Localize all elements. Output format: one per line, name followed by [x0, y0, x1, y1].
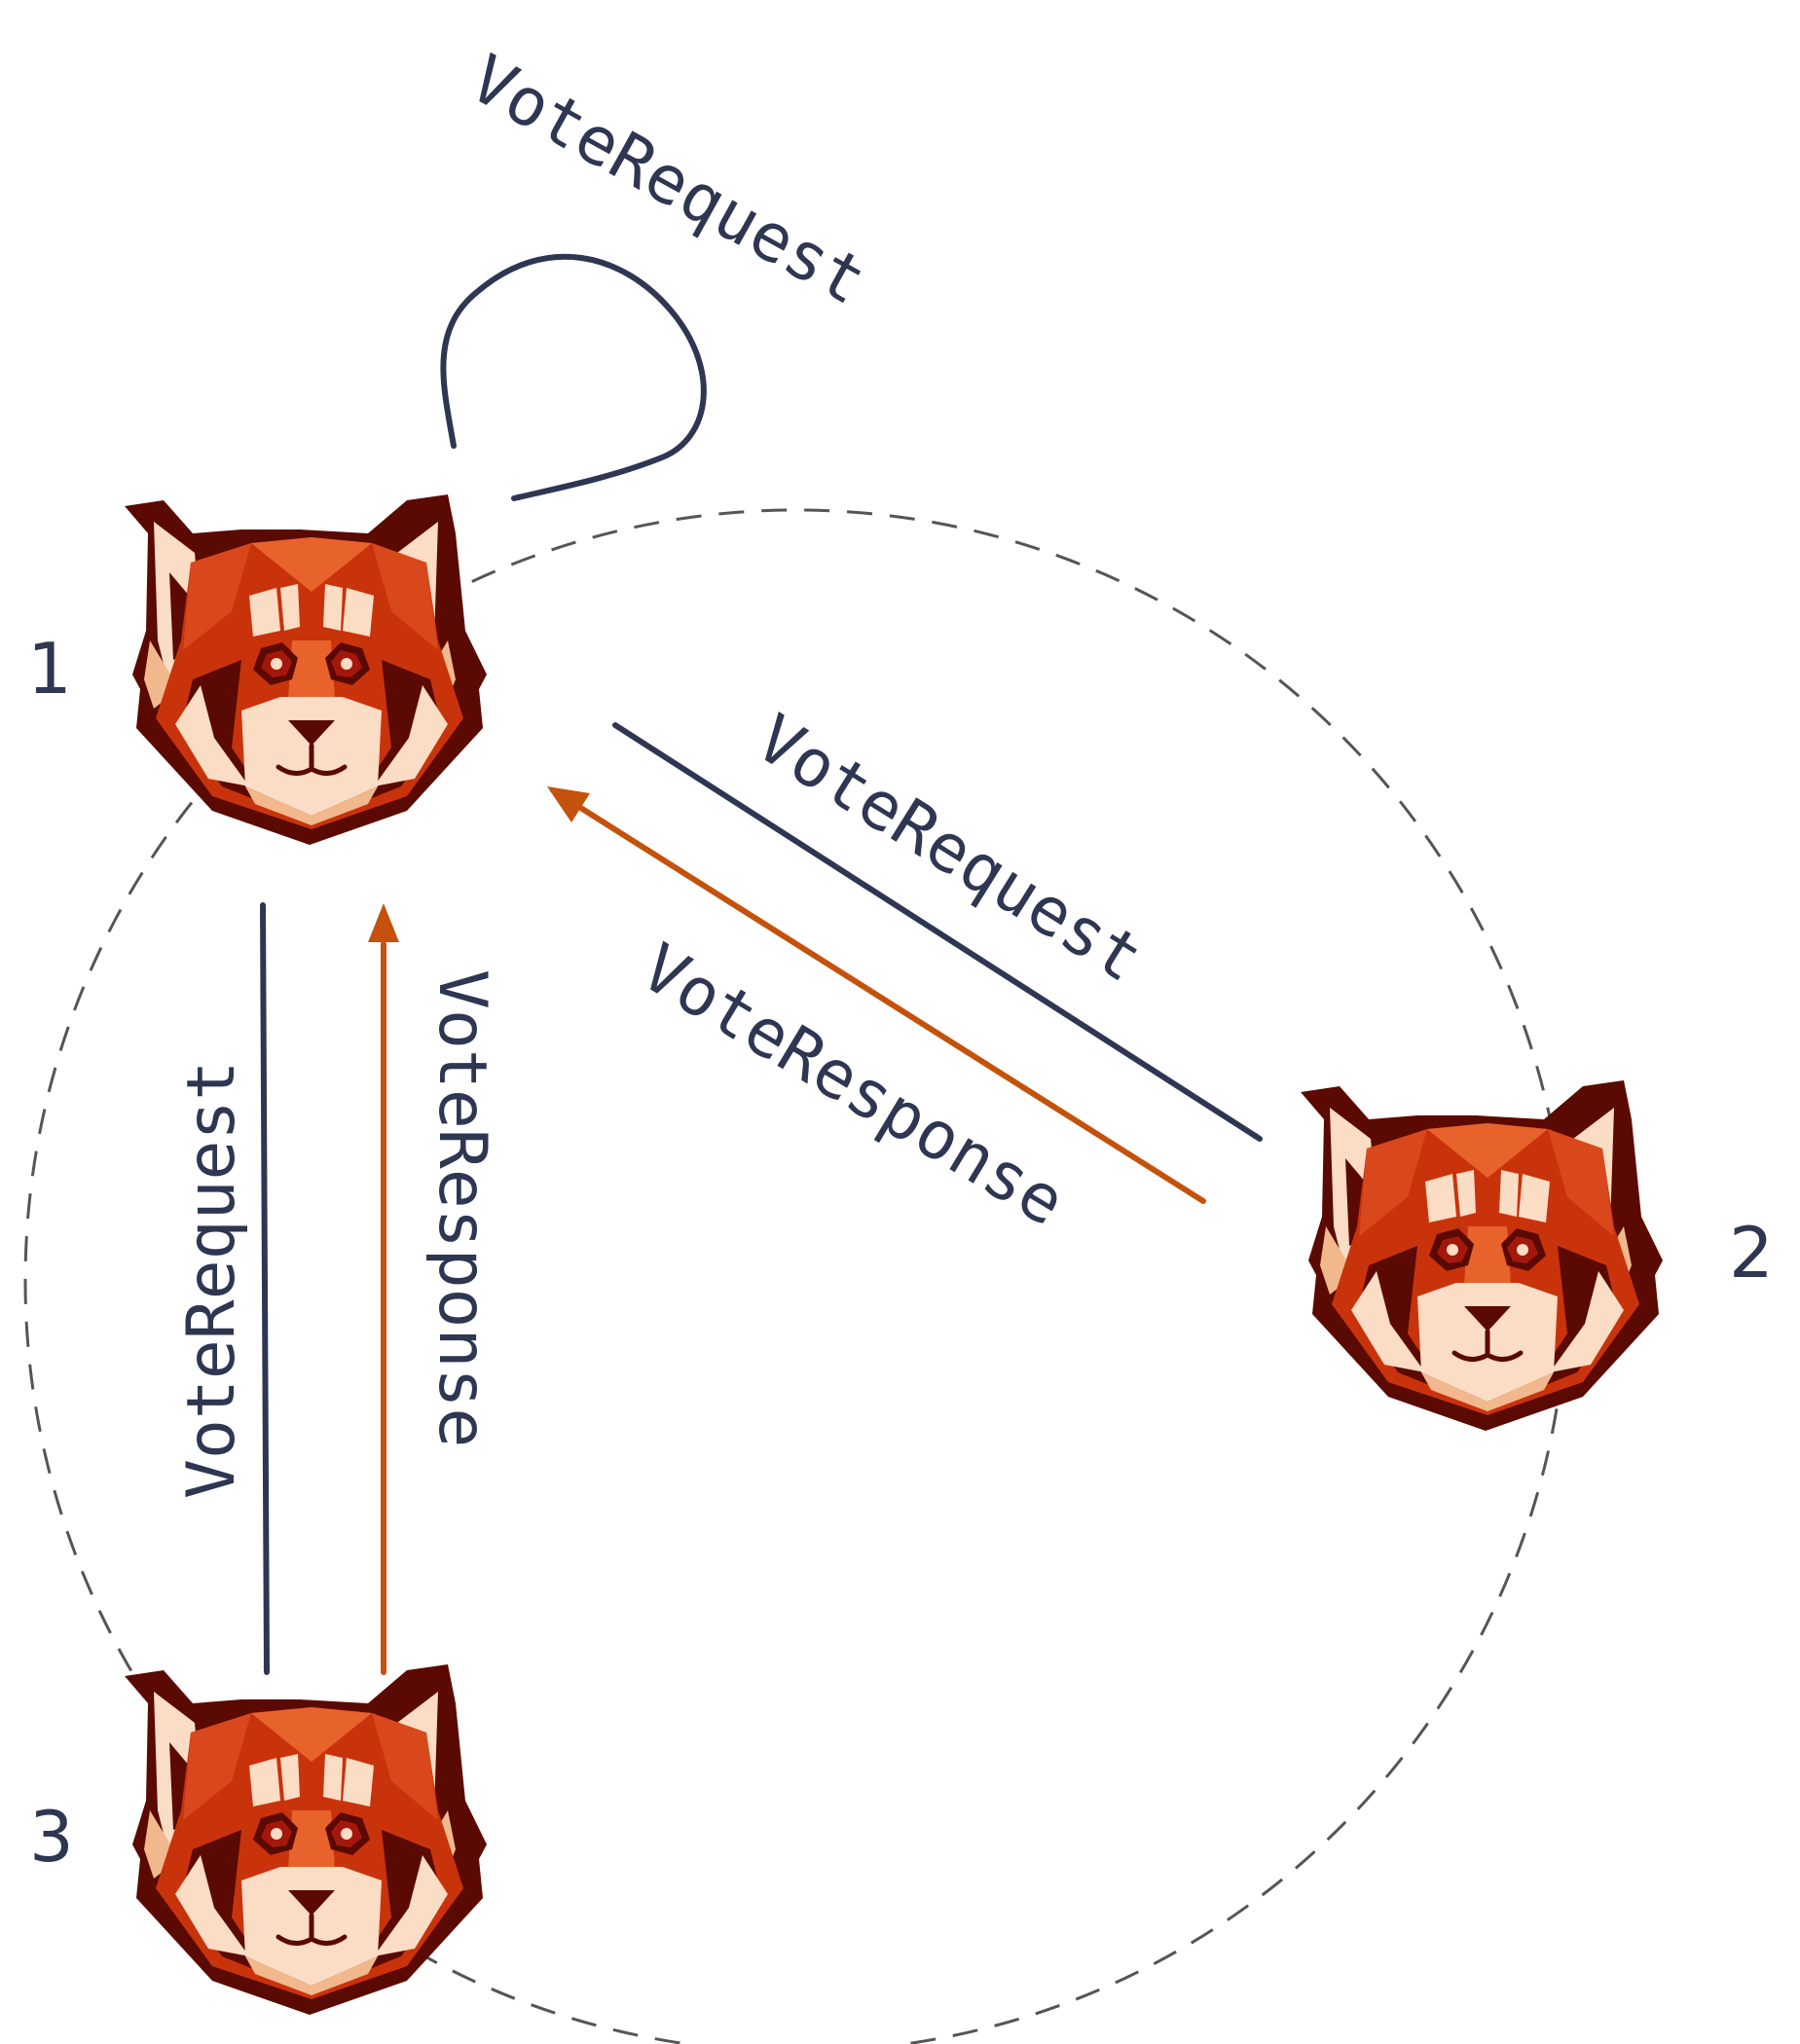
self-loop-label: VoteRequest [458, 41, 878, 320]
node-2-panda [1301, 1080, 1663, 1431]
response-2-to-1-head [547, 786, 590, 822]
request-1-to-3-label: VoteRequest [173, 1061, 250, 1499]
response-2-to-1-arrow [550, 787, 1206, 1204]
self-loop-arrow [440, 253, 707, 501]
response-3-to-1-label: VoteResponse [423, 969, 500, 1447]
request-1-to-3-arrow [260, 902, 271, 1675]
node-1-label: 1 [27, 628, 72, 710]
node-1-panda [125, 494, 487, 845]
node-2-label: 2 [1729, 1212, 1774, 1294]
response-3-to-1-head [368, 903, 399, 942]
request-1-to-2-arrow [612, 722, 1263, 1142]
node-3-label: 3 [29, 1796, 74, 1878]
node-3-panda [125, 1664, 487, 2015]
